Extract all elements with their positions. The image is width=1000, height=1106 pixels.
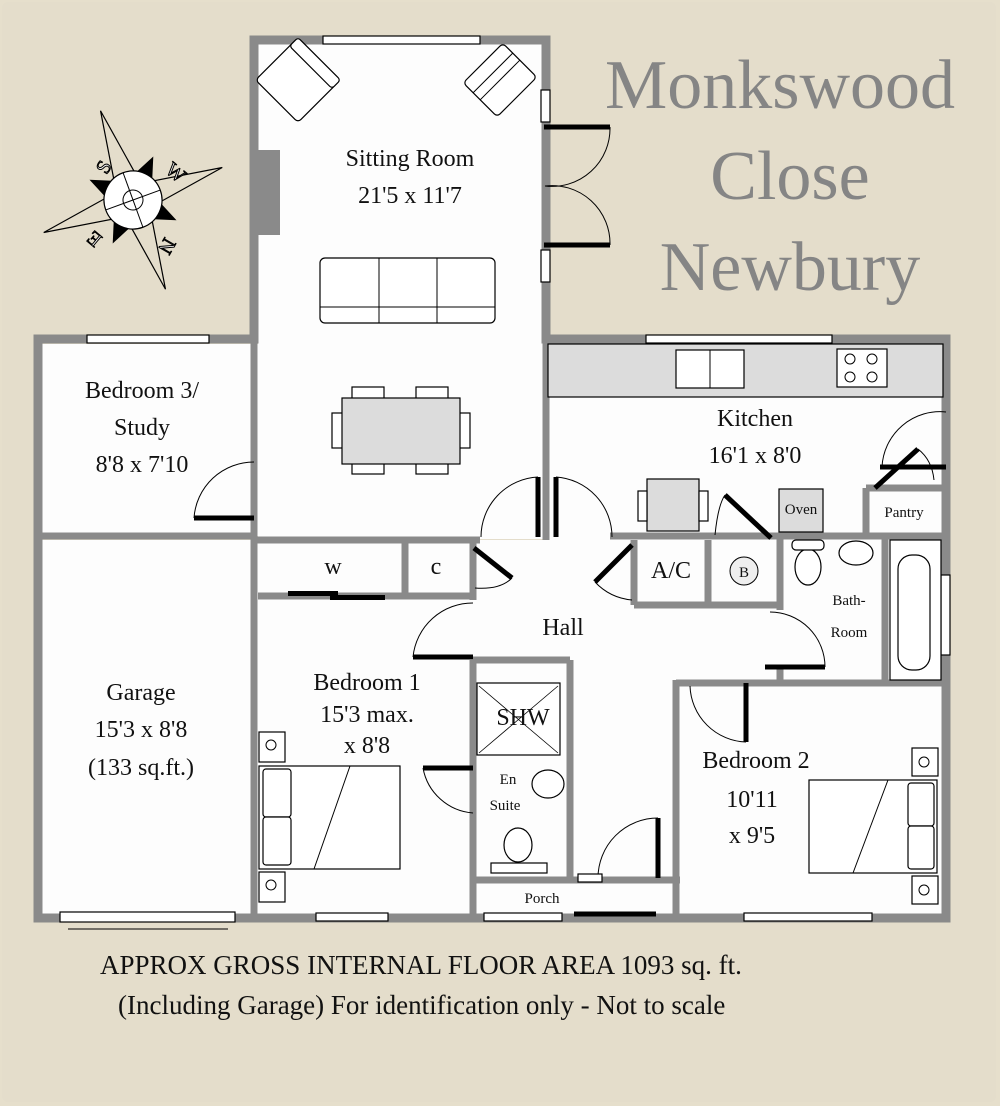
- sofa: [319, 257, 496, 324]
- disclaimer-note: (Including Garage) For identification on…: [118, 990, 726, 1020]
- hall-name: Hall: [542, 615, 584, 641]
- sitting-room-name: Sitting Room: [346, 146, 475, 172]
- bedroom2-dims-1: 10'11: [726, 787, 777, 813]
- room-labels: Sitting Room 21'5 x 11'7 Bedroom 3/ Stud…: [85, 146, 924, 907]
- compass-letter-e: E: [83, 226, 107, 251]
- compass-rose-icon: S W N E: [43, 110, 223, 290]
- property-title: Monkswood Close Newbury: [605, 47, 955, 306]
- bedroom-fittings: [258, 591, 939, 905]
- en-suite-1: En: [500, 772, 517, 788]
- cupboard-label: c: [431, 554, 442, 580]
- garage-dims: 15'3 x 8'8: [95, 717, 188, 743]
- bedroom3-name-1: Bedroom 3/: [85, 378, 199, 404]
- en-suite-2: Suite: [490, 798, 521, 814]
- kitchen-dims: 16'1 x 8'0: [709, 443, 802, 469]
- bedroom2-name: Bedroom 2: [702, 748, 809, 774]
- bedroom3-dims: 8'8 x 7'10: [96, 452, 189, 478]
- pantry-name: Pantry: [884, 505, 924, 521]
- dining-table: [331, 386, 471, 475]
- porch-name: Porch: [525, 891, 560, 907]
- armchair-left: [256, 38, 340, 122]
- bathroom-2: Room: [831, 625, 868, 641]
- kitchen-fittings: [547, 343, 944, 586]
- garage-area: (133 sq.ft.): [88, 755, 194, 781]
- bedroom1-name: Bedroom 1: [313, 670, 420, 696]
- wardrobe-label: w: [324, 554, 342, 580]
- boiler-label: B: [739, 565, 749, 581]
- bedroom2-dims-2: x 9'5: [729, 823, 775, 849]
- doors: [193, 124, 947, 917]
- title-line-1: Monkswood: [605, 47, 955, 124]
- airing-cupboard-label: A/C: [651, 558, 691, 584]
- title-line-2: Close: [710, 138, 869, 215]
- bathroom-fittings: [476, 539, 942, 874]
- sitting-room-dims: 21'5 x 11'7: [358, 183, 462, 209]
- garage-name: Garage: [106, 680, 175, 706]
- bedroom1-dims-2: x 8'8: [344, 733, 390, 759]
- floor-area-note: APPROX GROSS INTERNAL FLOOR AREA 1093 sq…: [100, 950, 742, 980]
- chimney-breast: [254, 150, 280, 235]
- armchair-right: [464, 44, 536, 116]
- sitting-room-furniture: [256, 38, 536, 475]
- windows: [59, 35, 951, 930]
- title-line-3: Newbury: [660, 229, 920, 306]
- bedroom3-name-2: Study: [114, 415, 170, 441]
- bedroom1-dims-1: 15'3 max.: [320, 702, 414, 728]
- bathroom-1: Bath-: [832, 593, 865, 609]
- oven-label: Oven: [785, 502, 818, 518]
- shower-label: SHW: [496, 705, 550, 731]
- kitchen-name: Kitchen: [717, 406, 793, 432]
